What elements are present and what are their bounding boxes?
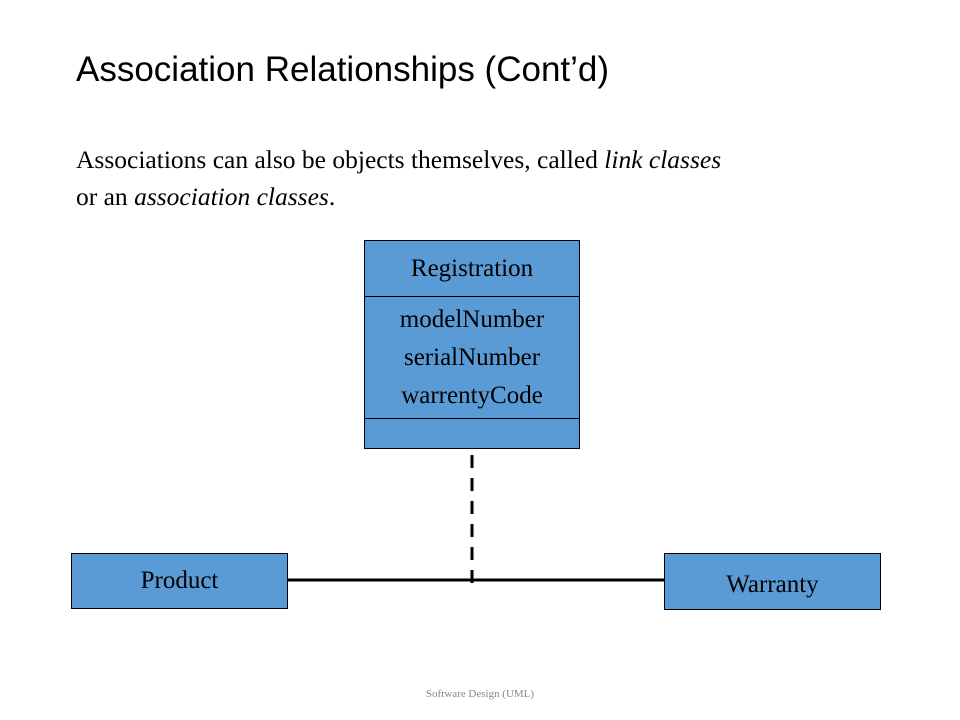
body-line-2: or an association classes.: [76, 178, 896, 215]
registration-attributes: modelNumber serialNumber warrentyCode: [364, 296, 580, 419]
attribute-model-number: modelNumber: [399, 305, 545, 333]
slide-footer: Software Design (UML): [425, 688, 535, 700]
slide-title: Association Relationships (Cont’d): [76, 50, 610, 89]
association-classes-term: association classes: [134, 182, 329, 211]
registration-operations: [364, 418, 580, 449]
link-classes-term: link classes: [604, 145, 722, 174]
attribute-serial-number: serialNumber: [403, 343, 541, 371]
body-line-1-text: Associations can also be objects themsel…: [76, 145, 605, 174]
body-line-2-suffix: .: [328, 182, 336, 211]
slide-body-text: Associations can also be objects themsel…: [76, 141, 896, 215]
product-class: Product: [71, 553, 288, 609]
attribute-warrenty-code: warrentyCode: [401, 381, 543, 409]
warranty-class: Warranty: [664, 553, 881, 610]
body-line-1: Associations can also be objects themsel…: [76, 141, 896, 178]
registration-class-name: Registration: [364, 240, 580, 297]
body-line-2-text: or an: [76, 182, 135, 211]
